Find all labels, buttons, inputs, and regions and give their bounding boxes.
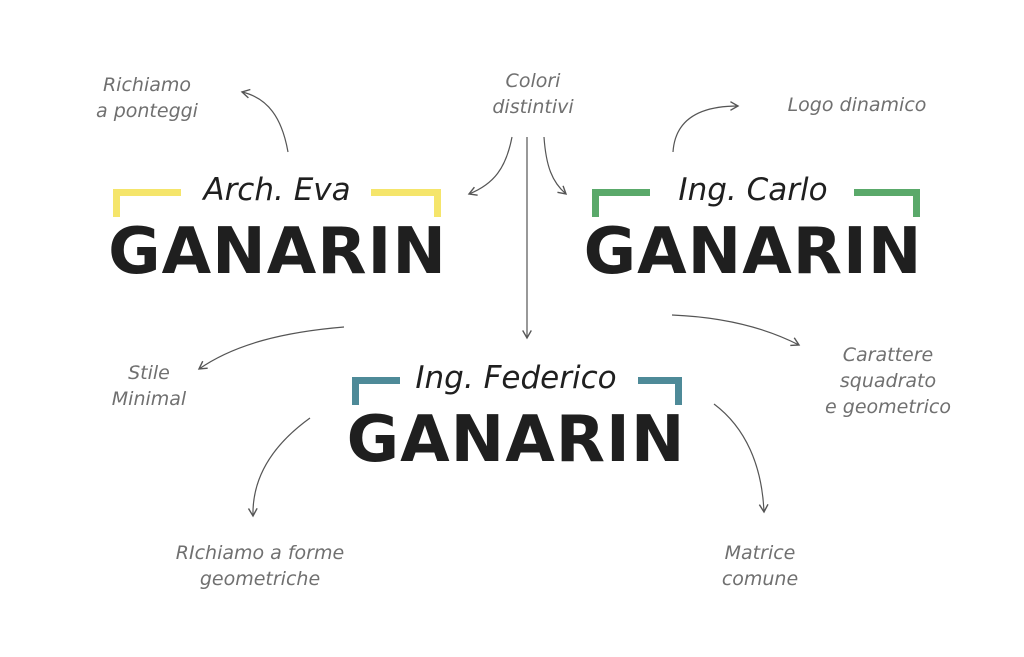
note-line: Colori bbox=[505, 70, 561, 92]
note-colori-distintivi: Colori distintivi bbox=[458, 68, 608, 120]
arrow-carattere bbox=[671, 314, 801, 347]
note-stile-minimal: Stile Minimal bbox=[90, 360, 208, 412]
note-line: comune bbox=[721, 568, 799, 590]
logo-ing-carlo: Ing. Carlo GANARIN bbox=[582, 170, 924, 285]
note-logo-dinamico: Logo dinamico bbox=[760, 92, 954, 118]
logo-surname: GANARIN bbox=[108, 215, 447, 289]
bracket-left-federico bbox=[352, 377, 400, 405]
logo-prefix: Arch. Eva bbox=[203, 172, 351, 208]
note-richiamo-ponteggi: Richiamo a ponteggi bbox=[62, 72, 232, 124]
bracket-left-carlo bbox=[592, 189, 650, 217]
note-line: Minimal bbox=[111, 388, 187, 410]
bracket-right-federico bbox=[638, 377, 682, 405]
note-richiamo-forme: RIchiamo a forme geometriche bbox=[140, 540, 380, 592]
note-line: Richiamo bbox=[102, 74, 192, 96]
note-line: Stile bbox=[128, 362, 170, 384]
note-line: geometriche bbox=[199, 568, 321, 590]
note-line: Carattere bbox=[842, 344, 934, 366]
bracket-right-carlo bbox=[854, 189, 920, 217]
arrow-stile bbox=[197, 326, 345, 370]
arrow-matrice bbox=[713, 403, 769, 514]
logo-arch-eva: Arch. Eva GANARIN bbox=[105, 170, 450, 285]
note-line: e geometrico bbox=[825, 396, 951, 418]
arrow-forme bbox=[247, 417, 311, 518]
logo-surname: GANARIN bbox=[583, 215, 923, 289]
note-line: distintivi bbox=[492, 96, 574, 118]
bracket-left-eva bbox=[113, 189, 181, 217]
note-matrice-comune: Matrice comune bbox=[695, 540, 825, 592]
arrow-logo-dinamico bbox=[672, 101, 740, 153]
note-line: squadrato bbox=[839, 370, 937, 392]
note-line: Matrice bbox=[724, 542, 796, 564]
arrow-colori-to-eva bbox=[467, 136, 513, 196]
arrow-ponteggi bbox=[240, 88, 289, 153]
logo-prefix: Ing. Carlo bbox=[678, 172, 828, 208]
logo-ing-federico: Ing. Federico GANARIN bbox=[344, 358, 688, 473]
note-line: RIchiamo a forme bbox=[175, 542, 345, 564]
logo-prefix: Ing. Federico bbox=[415, 360, 617, 396]
note-line: Logo dinamico bbox=[787, 94, 927, 116]
arrow-colori-to-carlo bbox=[543, 136, 568, 195]
logo-surname: GANARIN bbox=[346, 403, 686, 477]
note-line: a ponteggi bbox=[96, 100, 198, 122]
note-carattere-squadrato: Carattere squadrato e geometrico bbox=[798, 342, 978, 420]
bracket-right-eva bbox=[371, 189, 441, 217]
